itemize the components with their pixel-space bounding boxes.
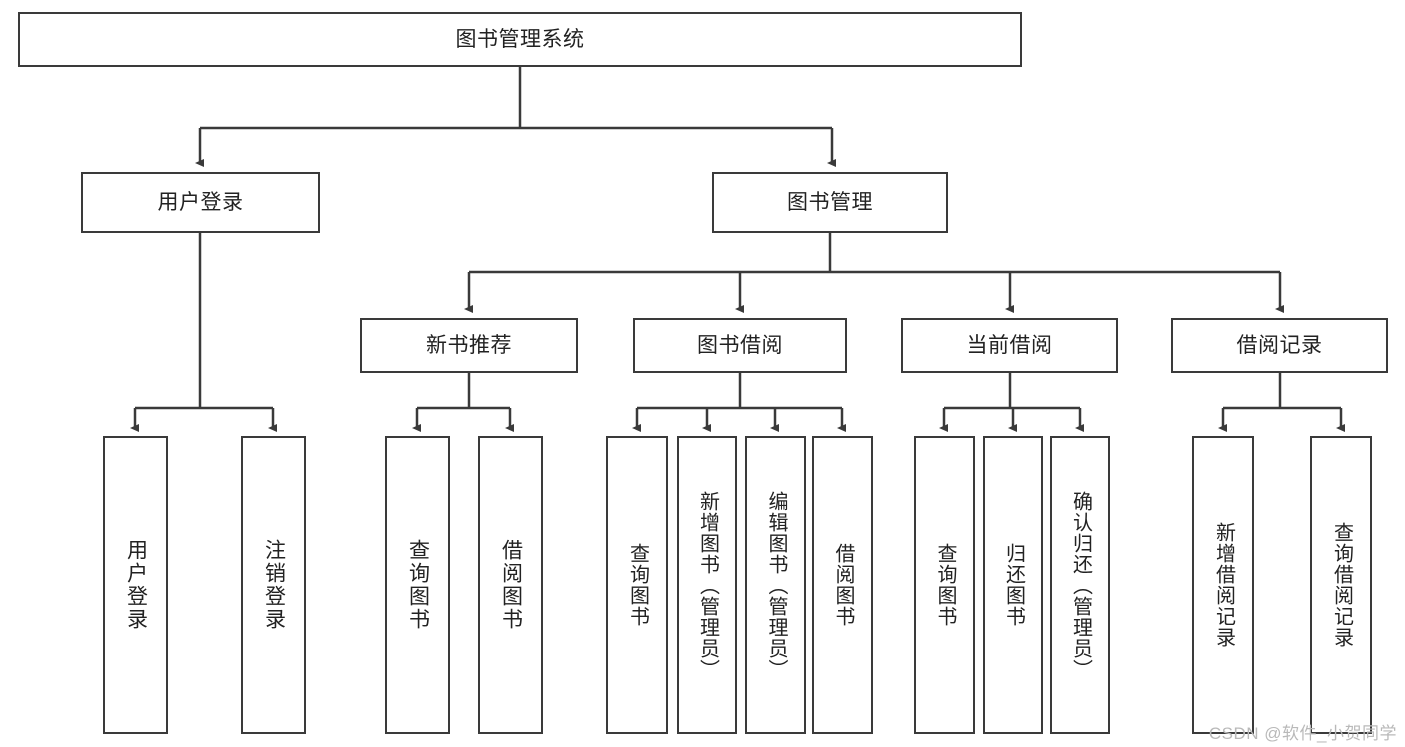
node-label: 编辑图书（管理员） [765,490,787,680]
edges-book-borrow-to-leaves [632,373,846,432]
edges-book-manage-to-level3 [464,233,1284,313]
node-label: 新书推荐 [426,333,512,357]
edges-borrow-record-to-leaves [1218,373,1345,432]
edges-new-book-recommend-to-leaves [412,373,514,432]
edges-root-to-level2 [195,67,836,167]
node-leaf-user-login[interactable]: 用户登录 [103,436,168,734]
node-label: 查询借阅记录 [1330,522,1353,648]
node-label: 确认归还（管理员） [1069,490,1092,680]
node-leaf-confirm-return-admin[interactable]: 确认归还（管理员） [1050,436,1110,734]
node-label: 当前借阅 [966,333,1053,357]
node-leaf-add-borrow-record[interactable]: 新增借阅记录 [1192,436,1254,734]
node-label: 图书管理 [787,190,873,214]
node-label: 新增图书（管理员） [696,490,719,680]
node-book-borrow[interactable]: 图书借阅 [633,318,847,373]
node-label: 用户登录 [124,539,148,631]
node-label: 归还图书 [1002,543,1025,627]
node-book-manage[interactable]: 图书管理 [712,172,948,233]
edges-user-login-to-leaves [130,233,277,432]
node-label: 查询图书 [406,539,430,631]
node-label: 查询图书 [626,543,649,627]
node-leaf-query-book-current[interactable]: 查询图书 [914,436,975,734]
node-label: 借阅记录 [1236,333,1323,357]
node-new-book-recommend[interactable]: 新书推荐 [360,318,578,373]
node-leaf-borrow-book[interactable]: 借阅图书 [812,436,873,734]
node-label: 借阅图书 [832,543,854,627]
node-leaf-add-book-admin[interactable]: 新增图书（管理员） [677,436,737,734]
node-borrow-record[interactable]: 借阅记录 [1171,318,1388,373]
node-label: 图书借阅 [697,333,783,357]
node-label: 借阅图书 [499,539,523,631]
node-leaf-return-book[interactable]: 归还图书 [983,436,1043,734]
node-root-system[interactable]: 图书管理系统 [18,12,1022,67]
node-label: 用户登录 [157,190,244,214]
node-leaf-query-borrow-record[interactable]: 查询借阅记录 [1310,436,1372,734]
node-label: 查询图书 [934,543,956,627]
node-user-login[interactable]: 用户登录 [81,172,320,233]
node-leaf-query-book-borrow[interactable]: 查询图书 [606,436,668,734]
node-leaf-borrow-book-rec[interactable]: 借阅图书 [478,436,543,734]
node-label: 注销登录 [262,539,286,631]
node-current-borrow[interactable]: 当前借阅 [901,318,1118,373]
node-label: 图书管理系统 [455,27,585,51]
node-leaf-query-book-rec[interactable]: 查询图书 [385,436,450,734]
edges-current-borrow-to-leaves [939,373,1084,432]
node-leaf-logout[interactable]: 注销登录 [241,436,306,734]
node-label: 新增借阅记录 [1212,522,1235,648]
watermark-text: CSDN @软件_小贺同学 [1208,724,1397,743]
node-leaf-edit-book-admin[interactable]: 编辑图书（管理员） [745,436,806,734]
